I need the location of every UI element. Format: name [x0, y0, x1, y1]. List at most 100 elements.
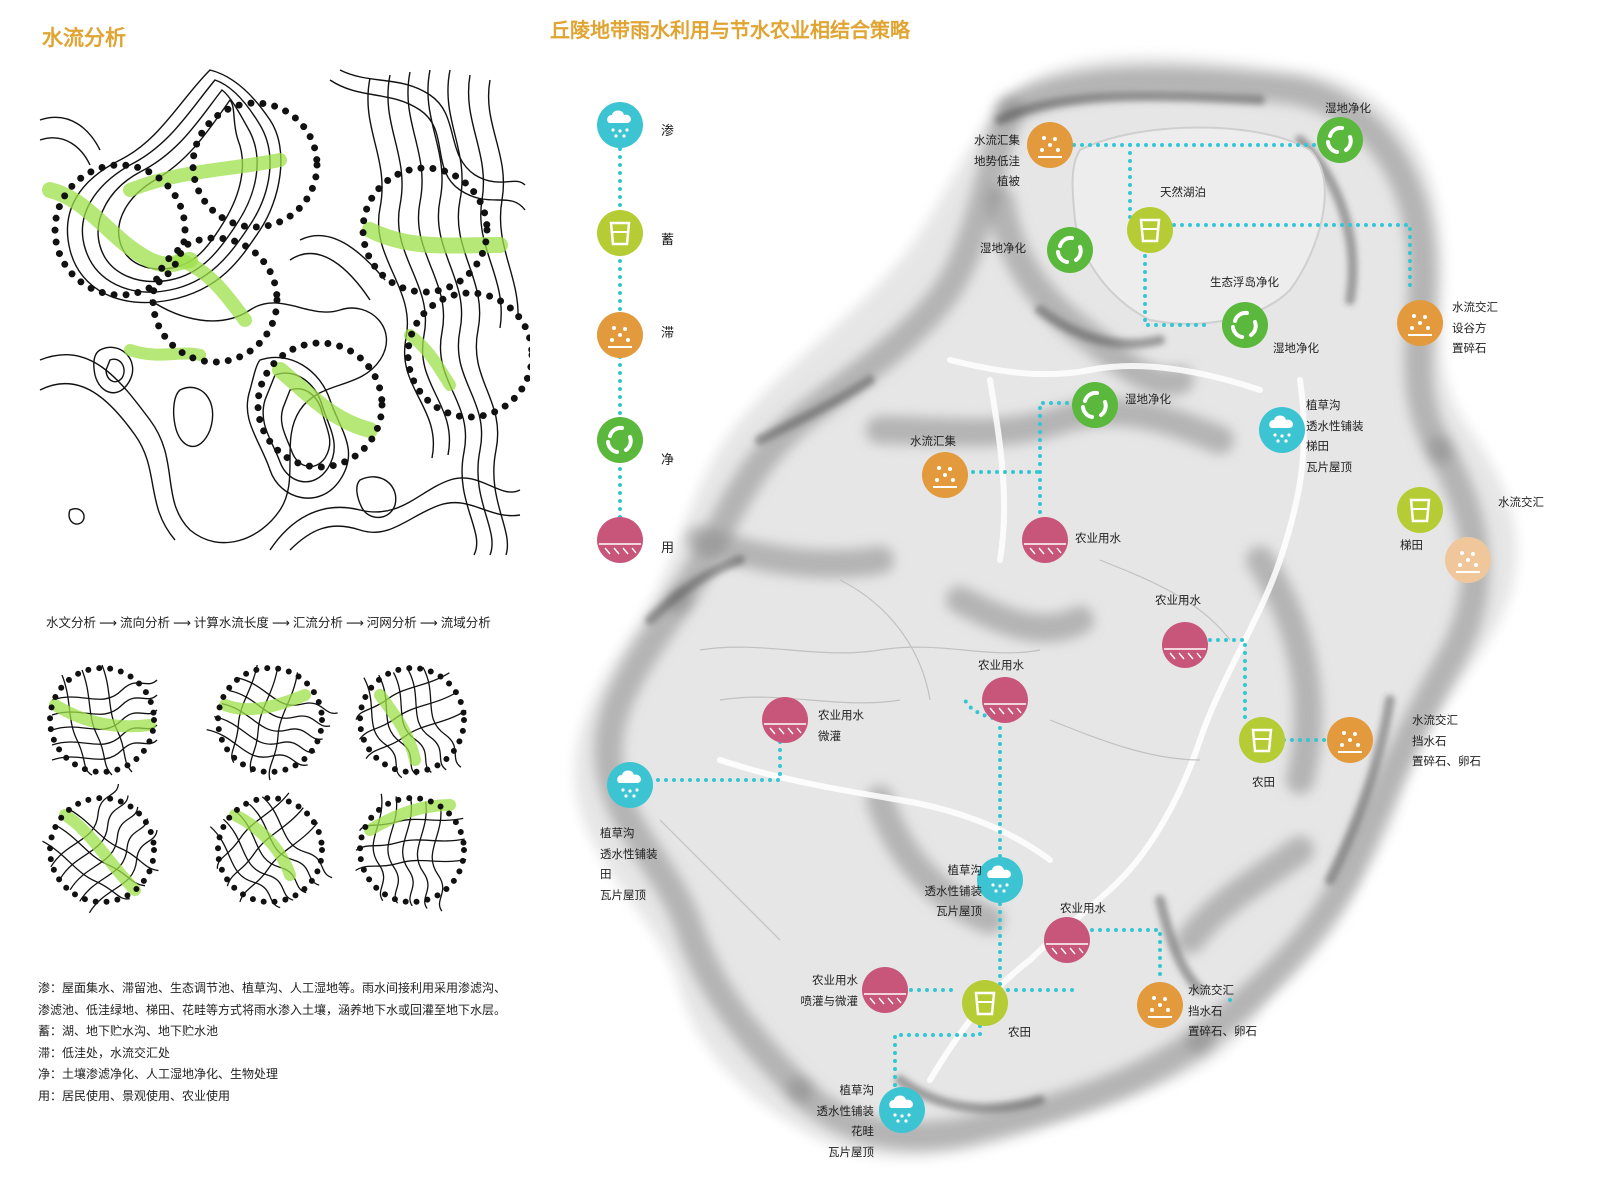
site-boundary [574, 56, 1517, 1159]
map-label-line: 湿地净化 [1325, 101, 1371, 115]
node-store-icon [1395, 485, 1445, 535]
legend-label-purify: 净 [661, 453, 675, 468]
flow-circle-set [40, 665, 477, 915]
node-infiltrate-icon [607, 762, 653, 808]
map-label-line: 瓦片屋顶 [828, 1144, 874, 1159]
map-label-line: 瓦片屋顶 [600, 887, 646, 902]
map-label: 农业用水 [1075, 528, 1121, 549]
map-label-line: 农业用水 [1075, 531, 1121, 545]
description-line: 滞：低洼处，水流交汇处 [38, 1045, 171, 1060]
map-label-line: 农业用水 [812, 973, 858, 987]
legend-icon-infiltrate [597, 102, 643, 148]
map-label-line: 生态浮岛净化 [1210, 275, 1279, 289]
map-label-line: 植草沟 [1306, 398, 1341, 412]
map-label: 生态浮岛净化 [1210, 272, 1279, 293]
legend-icon-detain [597, 312, 643, 358]
description-line: 渗：屋面集水、滞留池、生态调节池、植草沟、人工湿地等。雨水间接利用采用渗滤沟、 [38, 981, 507, 995]
map-label-line: 水流交汇 [1498, 495, 1544, 509]
flow-arrow: ⟶ [99, 615, 117, 630]
strategy-description: 渗：屋面集水、滞留池、生态调节池、植草沟、人工湿地等。雨水间接利用采用渗滤沟、 … [38, 978, 538, 1107]
map-label-line: 天然湖泊 [1160, 185, 1206, 199]
node-detain-icon [921, 451, 969, 499]
map-label: 农业用水 [1060, 898, 1106, 919]
map-label-line: 植草沟 [600, 826, 635, 840]
map-label: 水流交汇 [1498, 492, 1544, 513]
map-label-line: 微灌 [818, 728, 841, 743]
map-label: 湿地净化 [980, 238, 1026, 259]
legend-chain [597, 102, 643, 563]
map-label: 植草沟 透水性铺装 梯田 瓦片屋顶 [1306, 395, 1364, 477]
node-infiltrate-icon [977, 857, 1023, 903]
map-label-line: 瓦片屋顶 [936, 904, 982, 918]
map-label-line: 湿地净化 [980, 241, 1026, 255]
legend-icon-purify [597, 417, 643, 463]
flow-arrow: ⟶ [271, 615, 290, 630]
map-label: 农业用水 [1155, 590, 1201, 611]
map-label-line: 置碎石 [1452, 341, 1487, 355]
map-label: 水流交汇 挡水石 置碎石、卵石 [1412, 710, 1481, 772]
flow-step: 流域分析 [440, 615, 491, 630]
legend-label-infiltrate: 渗 [661, 124, 675, 139]
map-label: 植草沟 透水性铺装 田 瓦片屋顶 [600, 823, 658, 905]
map-label-line: 水流交汇 [1452, 300, 1498, 314]
node-use-icon [861, 966, 909, 1014]
map-label-line: 透水性铺装 [600, 846, 658, 861]
node-store-icon [1237, 715, 1287, 765]
map-label-line: 透水性铺装 [924, 883, 983, 898]
map-label-line: 梯田 [1306, 439, 1329, 453]
flow-step: 流向分析 [119, 615, 170, 630]
map-label-line: 农业用水 [818, 708, 864, 722]
map-label: 水流汇集 [910, 431, 956, 452]
flow-step: 水文分析 [46, 615, 97, 630]
site-plan-map [574, 56, 1517, 1159]
map-label-line: 挡水石 [1188, 1003, 1223, 1018]
map-label-line: 农业用水 [1155, 593, 1201, 607]
map-label-line: 置碎石、卵石 [1188, 1024, 1257, 1038]
node-use-icon [761, 696, 809, 744]
flow-arrow: ⟶ [172, 615, 191, 630]
map-label: 湿地净化 [1325, 98, 1371, 119]
flow-step: 计算水流长度 [193, 615, 269, 630]
map-label: 农业用水 [978, 655, 1024, 676]
map-label-line: 农田 [1252, 775, 1275, 789]
node-infiltrate-icon [1259, 407, 1305, 453]
map-label-line: 农田 [1008, 1025, 1031, 1039]
map-label: 农业用水 喷灌与微灌 [782, 970, 859, 1011]
map-label: 农田 [1008, 1022, 1031, 1043]
map-label: 湿地净化 [1273, 338, 1319, 359]
section-title-water-flow: 水流分析 [42, 26, 126, 50]
description-line: 净：土壤渗滤净化、人工湿地净化、生物处理 [38, 1067, 279, 1081]
node-store-icon [960, 978, 1010, 1028]
flow-arrow: ⟶ [419, 615, 438, 630]
node-infiltrate-icon [879, 1087, 925, 1133]
legend-icon-store [597, 210, 643, 256]
map-label: 农田 [1252, 772, 1275, 793]
map-label-line: 水流交汇 [1412, 713, 1458, 727]
node-purify-icon [1045, 225, 1095, 275]
map-label-line: 透水性铺装 [816, 1103, 875, 1118]
map-label-line: 湿地净化 [1125, 392, 1171, 406]
node-detain-icon [1444, 536, 1492, 584]
legend-label-use: 用 [661, 541, 675, 556]
node-purify-icon [1070, 380, 1120, 430]
map-label-line: 水流汇集 [974, 133, 1020, 147]
node-detain-icon [1326, 716, 1374, 764]
map-label-line: 水流交汇 [1188, 983, 1234, 997]
map-label-line: 田 [600, 867, 612, 881]
map-label-line: 挡水石 [1412, 733, 1447, 748]
map-label-line: 植被 [997, 174, 1020, 188]
node-use-icon [1021, 516, 1069, 564]
map-label-line: 湿地净化 [1273, 341, 1319, 355]
map-label-line: 水流汇集 [910, 434, 956, 448]
node-use-icon [1043, 916, 1091, 964]
map-label-line: 设谷方 [1452, 320, 1487, 335]
legend-label-detain: 滞 [661, 326, 675, 341]
map-label: 植草沟 透水性铺装 花畦 瓦片屋顶 [802, 1080, 875, 1162]
map-label-line: 植草沟 [839, 1083, 875, 1097]
contour-analysis-map [39, 69, 530, 556]
description-line: 用：居民使用、景观使用、农业使用 [38, 1088, 231, 1103]
flow-step: 汇流分析 [292, 615, 343, 630]
map-label-line: 透水性铺装 [1306, 418, 1364, 433]
node-detain-icon [1026, 121, 1074, 169]
